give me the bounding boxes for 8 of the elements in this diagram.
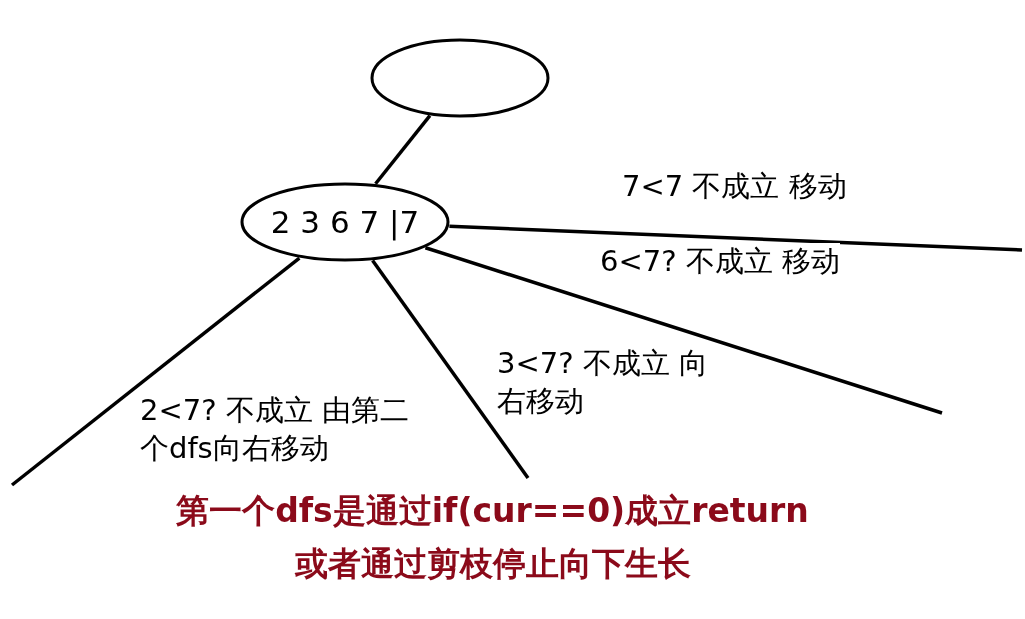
- note-text: 第一个dfs是通过if(cur==0)成立return或者通过剪枝停止向下生长: [175, 490, 810, 585]
- ellipse-node: [240, 182, 450, 262]
- node-label: 2 3 6 7 |7: [270, 204, 420, 240]
- connector-line: [374, 114, 432, 185]
- ellipse-node: [370, 38, 550, 118]
- connector-line: [10, 256, 301, 487]
- connector-line: [424, 246, 943, 415]
- connector-line: [371, 259, 530, 479]
